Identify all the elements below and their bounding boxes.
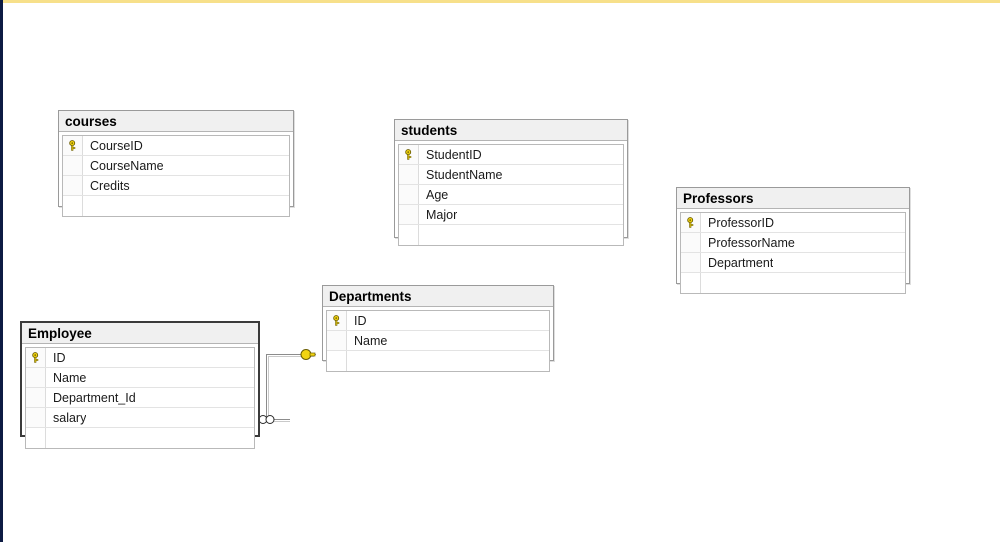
field-name-label: CourseID [90,138,143,153]
field-row-blank[interactable] [63,196,289,216]
field-row[interactable]: CourseID [63,136,289,156]
field-key-gutter [26,428,46,448]
field-name-label: Department_Id [53,390,136,405]
key-icon [687,217,694,228]
field-name-label: Major [426,207,458,222]
field-row[interactable]: StudentID [399,145,623,165]
field-name-label: ID [53,350,66,365]
relationship-line-segment [266,354,312,355]
field-key-gutter [399,185,419,204]
field-row[interactable]: Major [399,205,623,225]
field-row[interactable]: ID [26,348,254,368]
relationship-line-shadow [268,356,314,357]
field-name-label: Department [708,255,774,270]
entity-title: Professors [677,188,909,209]
field-name-label: ProfessorID [708,215,774,230]
key-icon [69,140,76,151]
field-row[interactable]: Name [327,331,549,351]
field-key-gutter [26,408,46,427]
entity-title: Employee [22,323,258,344]
field-key-gutter [26,348,46,367]
field-key-gutter [399,225,419,245]
field-key-gutter [63,156,83,175]
field-name-label: Age [426,187,449,202]
window-left-accent-border [0,0,3,542]
field-name-label: Name [53,370,87,385]
field-row-blank[interactable] [327,351,549,371]
field-row[interactable]: StudentName [399,165,623,185]
field-row-blank[interactable] [26,428,254,448]
key-icon [32,352,39,363]
field-row-blank[interactable] [399,225,623,245]
field-name-label: CourseName [90,158,164,173]
field-row[interactable]: ProfessorName [681,233,905,253]
relationship-key-icon [300,349,316,360]
field-key-gutter [63,196,83,216]
field-key-gutter [681,213,701,232]
field-key-gutter [327,331,347,350]
field-key-gutter [681,233,701,252]
field-row-blank[interactable] [681,273,905,293]
field-name-label: ProfessorName [708,235,795,250]
field-row[interactable]: Name [26,368,254,388]
field-key-gutter [327,351,347,371]
field-row[interactable]: ID [327,311,549,331]
field-name-label: ID [354,313,367,328]
field-row[interactable]: ProfessorID [681,213,905,233]
field-name-label: salary [53,410,87,425]
field-row[interactable]: CourseName [63,156,289,176]
field-key-gutter [26,368,46,387]
field-key-gutter [327,311,347,330]
relationship-line-shadow [268,356,269,422]
field-key-gutter [63,176,83,195]
field-key-gutter [399,205,419,224]
field-name-label: Name [354,333,388,348]
field-row[interactable]: Department [681,253,905,273]
field-key-gutter [399,145,419,164]
field-key-gutter [681,273,701,293]
field-name-label: StudentID [426,147,482,162]
entity-title: students [395,120,627,141]
field-row[interactable]: Credits [63,176,289,196]
key-icon [405,149,412,160]
field-row[interactable]: Department_Id [26,388,254,408]
window-top-accent-border [0,0,1000,3]
entity-title: courses [59,111,293,132]
relationship-line-segment [266,354,267,420]
field-key-gutter [681,253,701,272]
field-key-gutter [26,388,46,407]
key-icon [333,315,340,326]
field-name-label: StudentName [426,167,503,182]
field-name-label: Credits [90,178,130,193]
crows-foot-icon [258,415,275,424]
relationship-line-segment [266,419,290,420]
field-row[interactable]: salary [26,408,254,428]
field-key-gutter [63,136,83,155]
field-key-gutter [399,165,419,184]
field-row[interactable]: Age [399,185,623,205]
relationship-line-shadow [268,421,290,422]
entity-field-grid: ID Name [326,310,550,372]
entity-title: Departments [323,286,553,307]
